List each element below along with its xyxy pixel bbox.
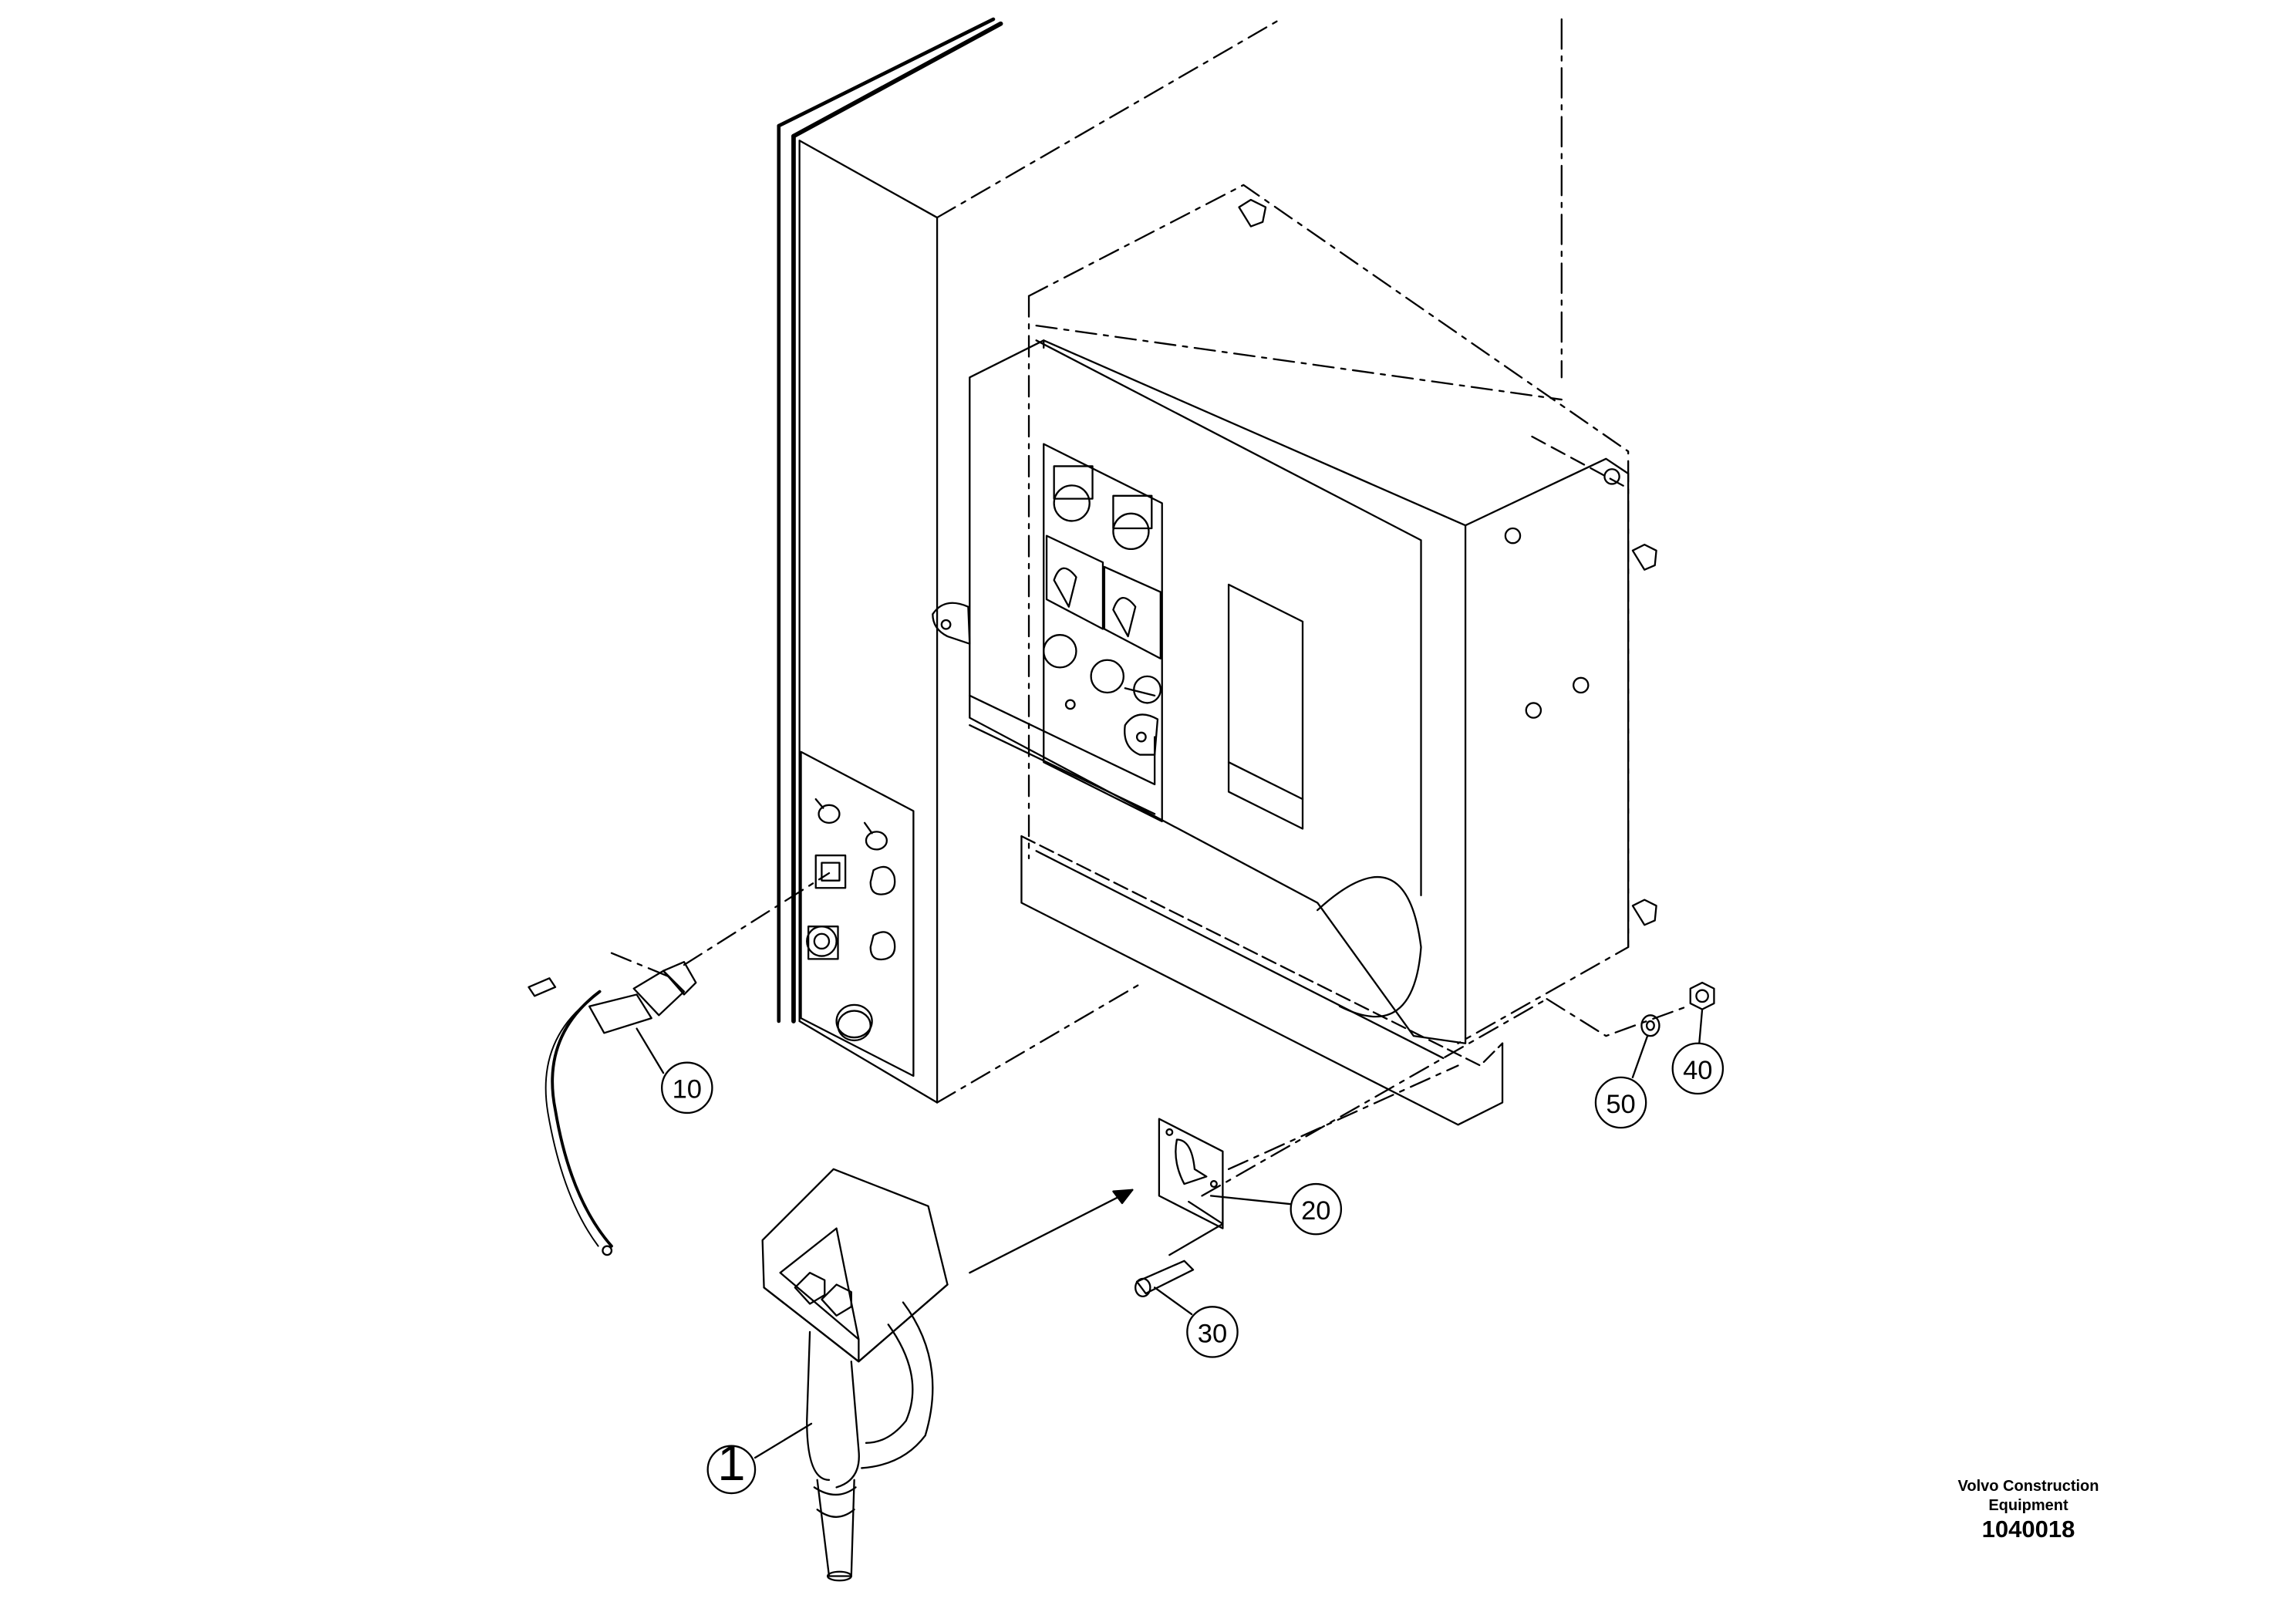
bolt-icon <box>1135 1259 1195 1316</box>
callout-30: 30 <box>1186 1306 1239 1358</box>
drawing-number: 1040018 <box>1981 1516 2075 1543</box>
round-knob-icon <box>835 1003 873 1039</box>
connector-plug <box>528 961 697 1256</box>
callout-label: 20 <box>1301 1196 1330 1226</box>
remote-pendant <box>761 1168 949 1582</box>
washer-and-nut <box>1631 981 1715 1079</box>
callout-label: 10 <box>673 1075 702 1104</box>
cabinet-panel <box>777 17 1282 1104</box>
washer-icon <box>1640 1014 1660 1037</box>
callout-label: 1 <box>717 1435 745 1491</box>
callout-1: 1 <box>706 1422 813 1495</box>
callout-20: 20 <box>1290 1182 1343 1236</box>
callout-label: 50 <box>1606 1090 1635 1119</box>
electrical-box <box>932 184 1657 1126</box>
brand-label: Volvo Construction Equipment <box>1928 1477 2129 1516</box>
nut-icon <box>1695 989 1709 1003</box>
toggle-switch-icon <box>865 831 888 851</box>
mounting-bracket <box>1158 1118 1311 1256</box>
side-control-panel <box>800 750 915 1077</box>
callout-label: 40 <box>1683 1056 1712 1085</box>
callout-50: 50 <box>1594 1076 1647 1129</box>
toggle-switch-icon <box>818 804 841 824</box>
callout-10: 10 <box>636 1027 713 1114</box>
switch-group <box>1043 443 1163 823</box>
callout-40: 40 <box>1671 1042 1725 1095</box>
brand-line-1: Volvo Construction <box>1957 1478 2099 1495</box>
assembly-leader-lines <box>610 872 1689 1197</box>
arrow-icon <box>969 1189 1134 1274</box>
callout-label: 30 <box>1198 1319 1227 1348</box>
brand-line-2: Equipment <box>1988 1497 2068 1514</box>
